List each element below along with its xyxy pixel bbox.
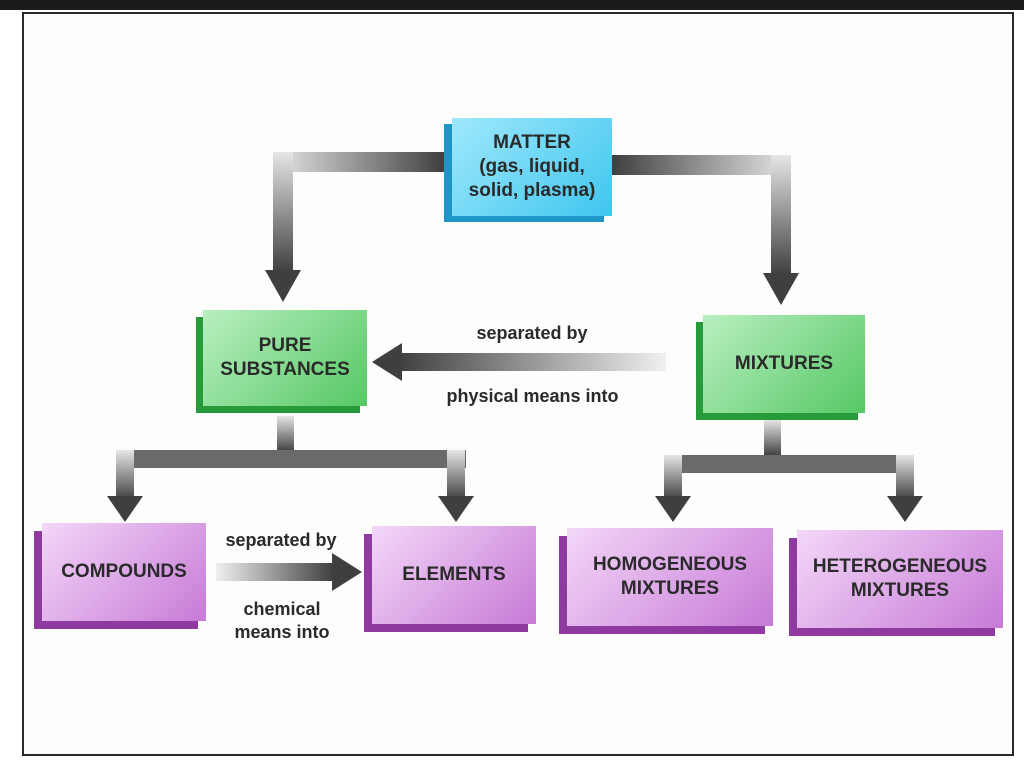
- arrow-compounds-to-elements: [216, 553, 362, 591]
- arrow-matter-to-pure-substances: [265, 152, 445, 302]
- node-compounds: COMPOUNDS: [42, 523, 206, 621]
- label-chemical-means-into: chemical means into: [234, 599, 330, 643]
- label-physical-separated-by: separated by: [476, 323, 588, 343]
- node-pure-substances: PURE SUBSTANCES: [203, 310, 367, 406]
- node-homogeneous-mixtures: HOMOGENEOUS MIXTURES: [567, 528, 773, 626]
- node-heterogeneous-mixtures: HETEROGENEOUS MIXTURES: [797, 530, 1003, 628]
- node-matter: MATTER (gas, liquid, solid, plasma): [452, 118, 612, 216]
- arrow-matter-to-mixtures: [612, 155, 799, 305]
- top-border: [0, 0, 1024, 10]
- arrow-pure-substances-to-compounds-elements: [107, 416, 474, 522]
- arrow-mixtures-to-homogeneous-heterogeneous: [655, 420, 923, 522]
- arrow-mixtures-to-pure-substances: [372, 343, 666, 381]
- label-chemical-separated-by: separated by: [225, 530, 337, 550]
- node-mixtures: MIXTURES: [703, 315, 865, 413]
- label-physical-means-into: physical means into: [446, 386, 619, 406]
- node-elements: ELEMENTS: [372, 526, 536, 624]
